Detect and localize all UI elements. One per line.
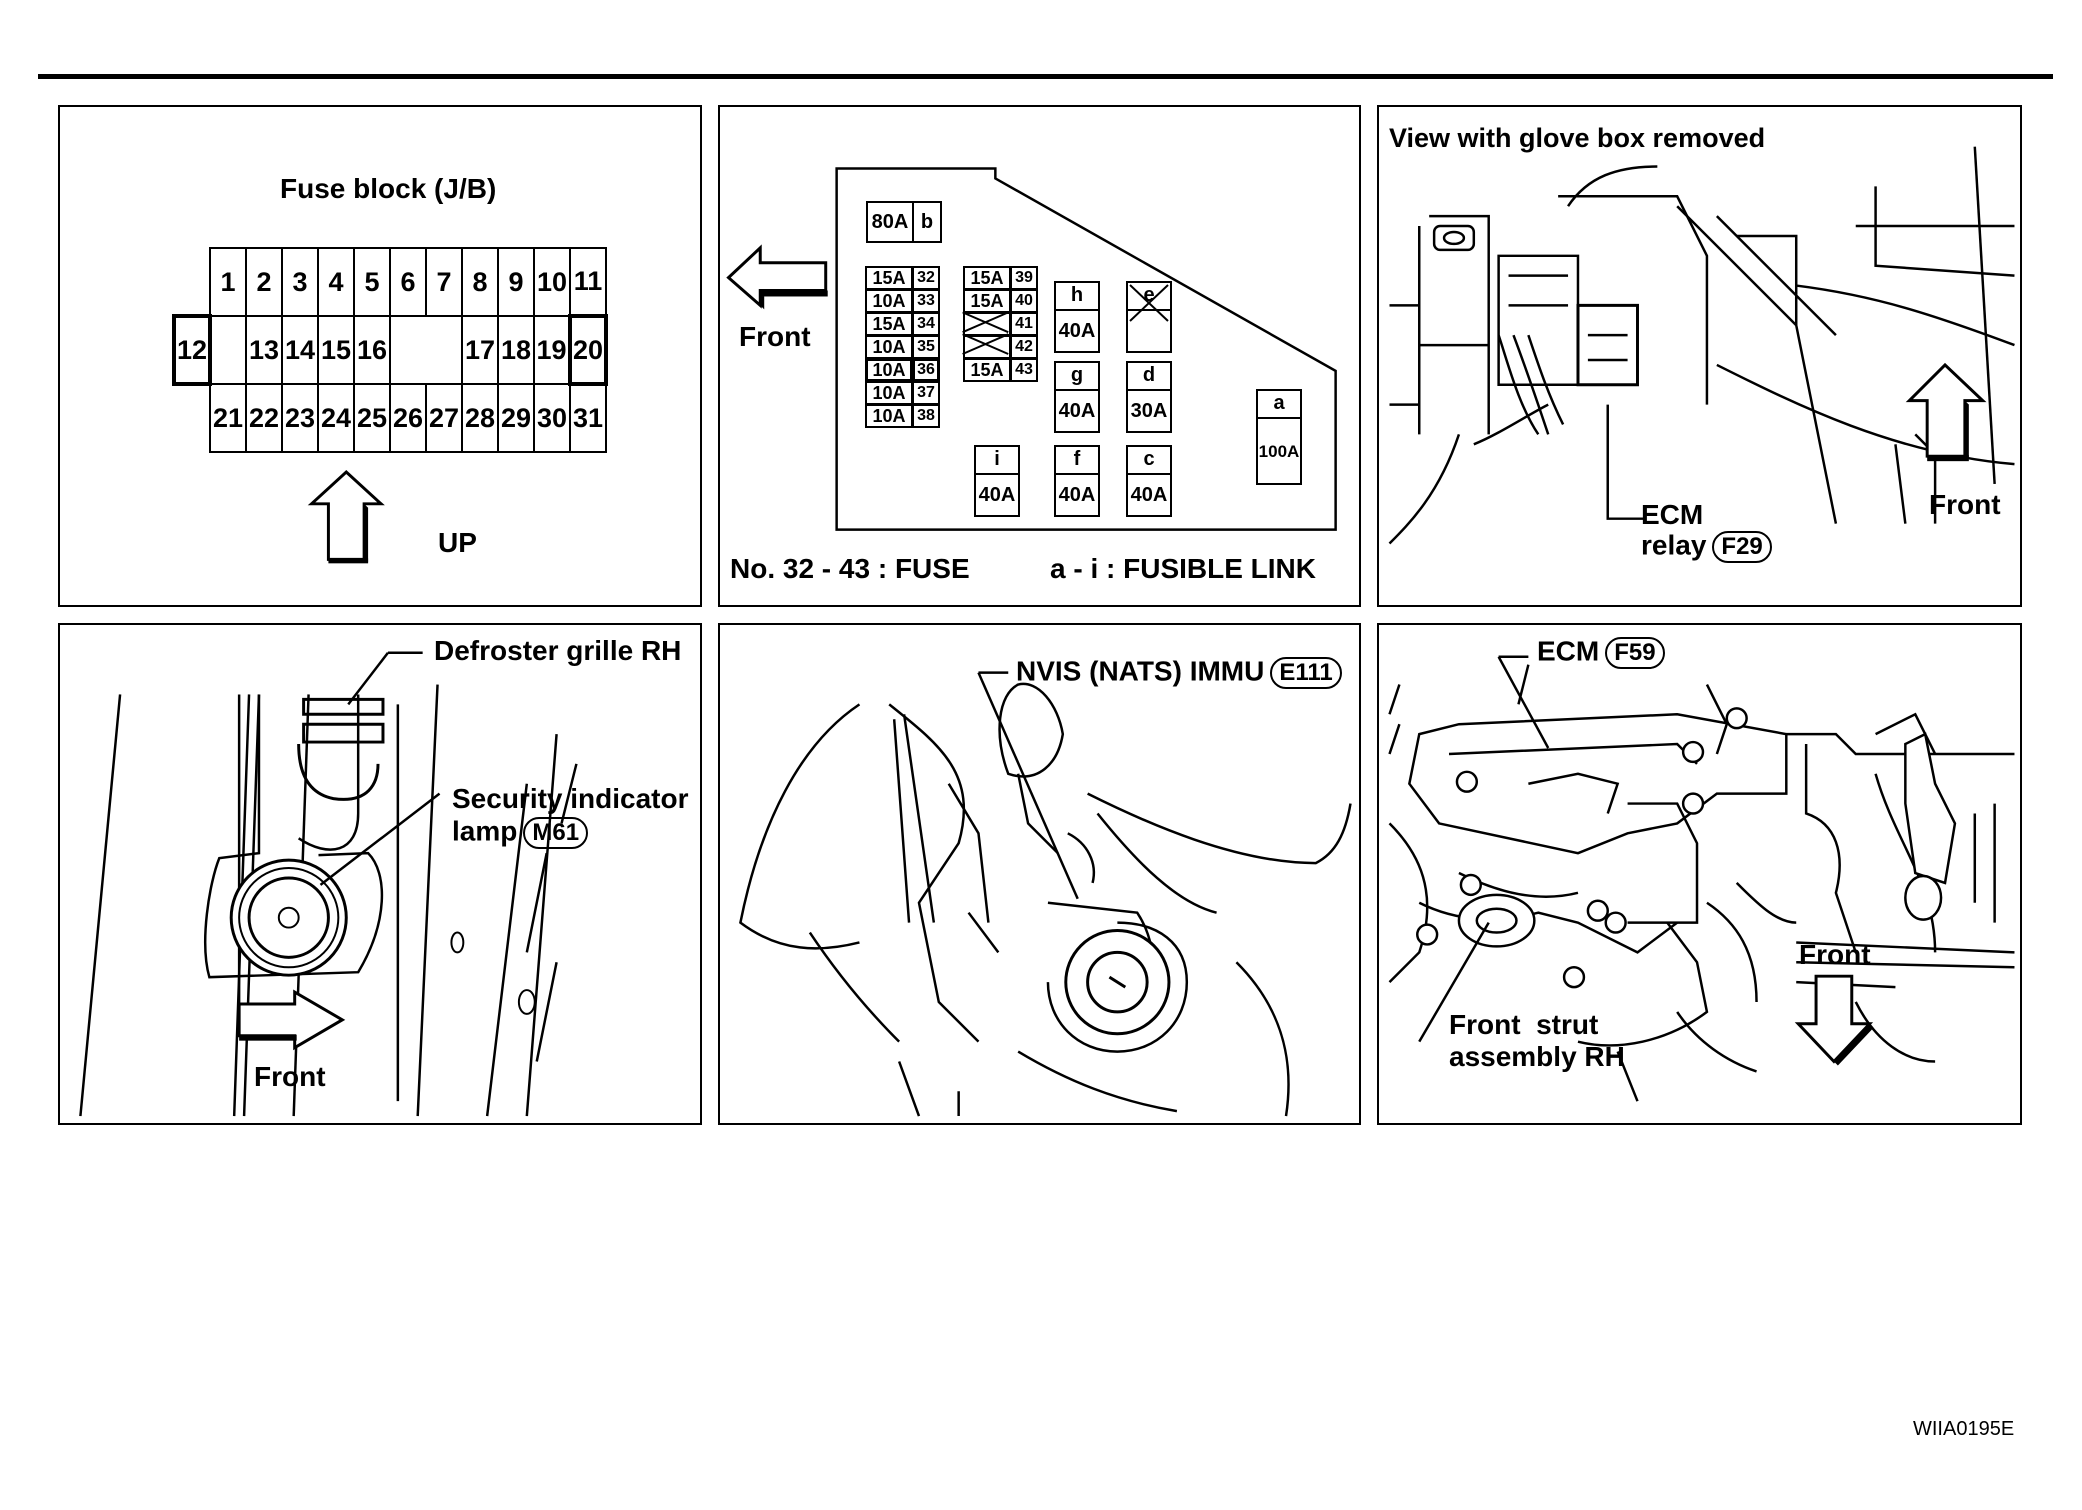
fuse-cell: 19 — [533, 315, 571, 385]
fuse-cell: 18 — [497, 315, 535, 385]
up-arrow-icon — [307, 470, 385, 564]
fuse-cell: 30 — [533, 383, 571, 453]
fuse-cell: 17 — [461, 315, 499, 385]
fuse-cell: 4 — [317, 247, 355, 317]
fuse-cell: 7 — [425, 247, 463, 317]
glove-box-title: View with glove box removed — [1389, 123, 1766, 153]
fuse-cell — [389, 315, 463, 385]
fuse-cell: 24 — [317, 383, 355, 453]
fuse-cell: 25 — [353, 383, 391, 453]
up-label: UP — [438, 527, 477, 558]
fuse-caption: No. 32 - 43 : FUSE — [730, 553, 970, 584]
fuse-cell — [209, 315, 247, 385]
connector-code-e111: E111 — [1270, 657, 1342, 689]
defroster-grille-label: Defroster grille RH — [434, 635, 682, 666]
connector-code-m61: M61 — [523, 817, 589, 849]
connector-code-f59: F59 — [1605, 637, 1665, 669]
fuse-cell: 22 — [245, 383, 283, 453]
fuse-cell: 16 — [353, 315, 391, 385]
ecm-illustration — [1388, 655, 2015, 1102]
fuse-cell: 8 — [461, 247, 499, 317]
fuse-cell: 26 — [389, 383, 427, 453]
security-lamp-label-1: Security indicator — [452, 783, 689, 814]
fuse-cell: 23 — [281, 383, 319, 453]
strut-label-2: assembly RH — [1449, 1041, 1625, 1072]
fuse-cell: 6 — [389, 247, 427, 317]
fuse-cell: 5 — [353, 247, 391, 317]
defroster-front-label: Front — [254, 1061, 326, 1092]
fuse-cell: 29 — [497, 383, 535, 453]
ecm-front-label: Front — [1799, 939, 1871, 970]
fuse-cell: 15 — [317, 315, 355, 385]
nvis-illustration — [739, 671, 1352, 1117]
figure-code: WIIA0195E — [1913, 1418, 2015, 1440]
panel-defroster: Defroster grille RH Security indicator l… — [58, 623, 702, 1125]
panel-glove-box: View with glove box removed — [1377, 105, 2022, 607]
fusible-link-caption: a - i : FUSIBLE LINK — [1050, 553, 1316, 584]
fuse-cell: 14 — [281, 315, 319, 385]
top-rule — [38, 74, 2053, 79]
fusible-link-e: e — [1126, 281, 1172, 353]
fuse-block-title: Fuse block (J/B) — [280, 173, 497, 204]
fuse-cell: 11 — [569, 247, 607, 317]
defroster-illustration — [79, 651, 578, 1117]
fuse-item: 41 — [963, 312, 1038, 336]
glove-box-illustration — [1388, 146, 2015, 545]
fuse-cell: 1 — [209, 247, 247, 317]
fuse-box-outline — [726, 167, 1337, 531]
fuse-cell: 28 — [461, 383, 499, 453]
fuse-cell: 9 — [497, 247, 535, 317]
fuse-cell: 27 — [425, 383, 463, 453]
fuse-cell: 13 — [245, 315, 283, 385]
fuse-cell: 31 — [569, 383, 607, 453]
strut-label-1: Front strut — [1449, 1009, 1599, 1040]
ecm-relay-label-1: ECM — [1641, 499, 1704, 530]
connector-code-f29: F29 — [1712, 531, 1772, 563]
fuse-cell: 10 — [533, 247, 571, 317]
fuse-cell: 12 — [172, 314, 212, 386]
fuse-cell: 3 — [281, 247, 319, 317]
fuse-box-front-label: Front — [739, 321, 811, 352]
fusible-link-b: 80A b — [866, 201, 942, 243]
fuse-cell: 21 — [209, 383, 247, 453]
fuse-item: 42 — [963, 335, 1038, 359]
fuse-cell: 20 — [568, 314, 608, 386]
glove-box-front-label: Front — [1929, 489, 2001, 520]
fuse-cell: 2 — [245, 247, 283, 317]
